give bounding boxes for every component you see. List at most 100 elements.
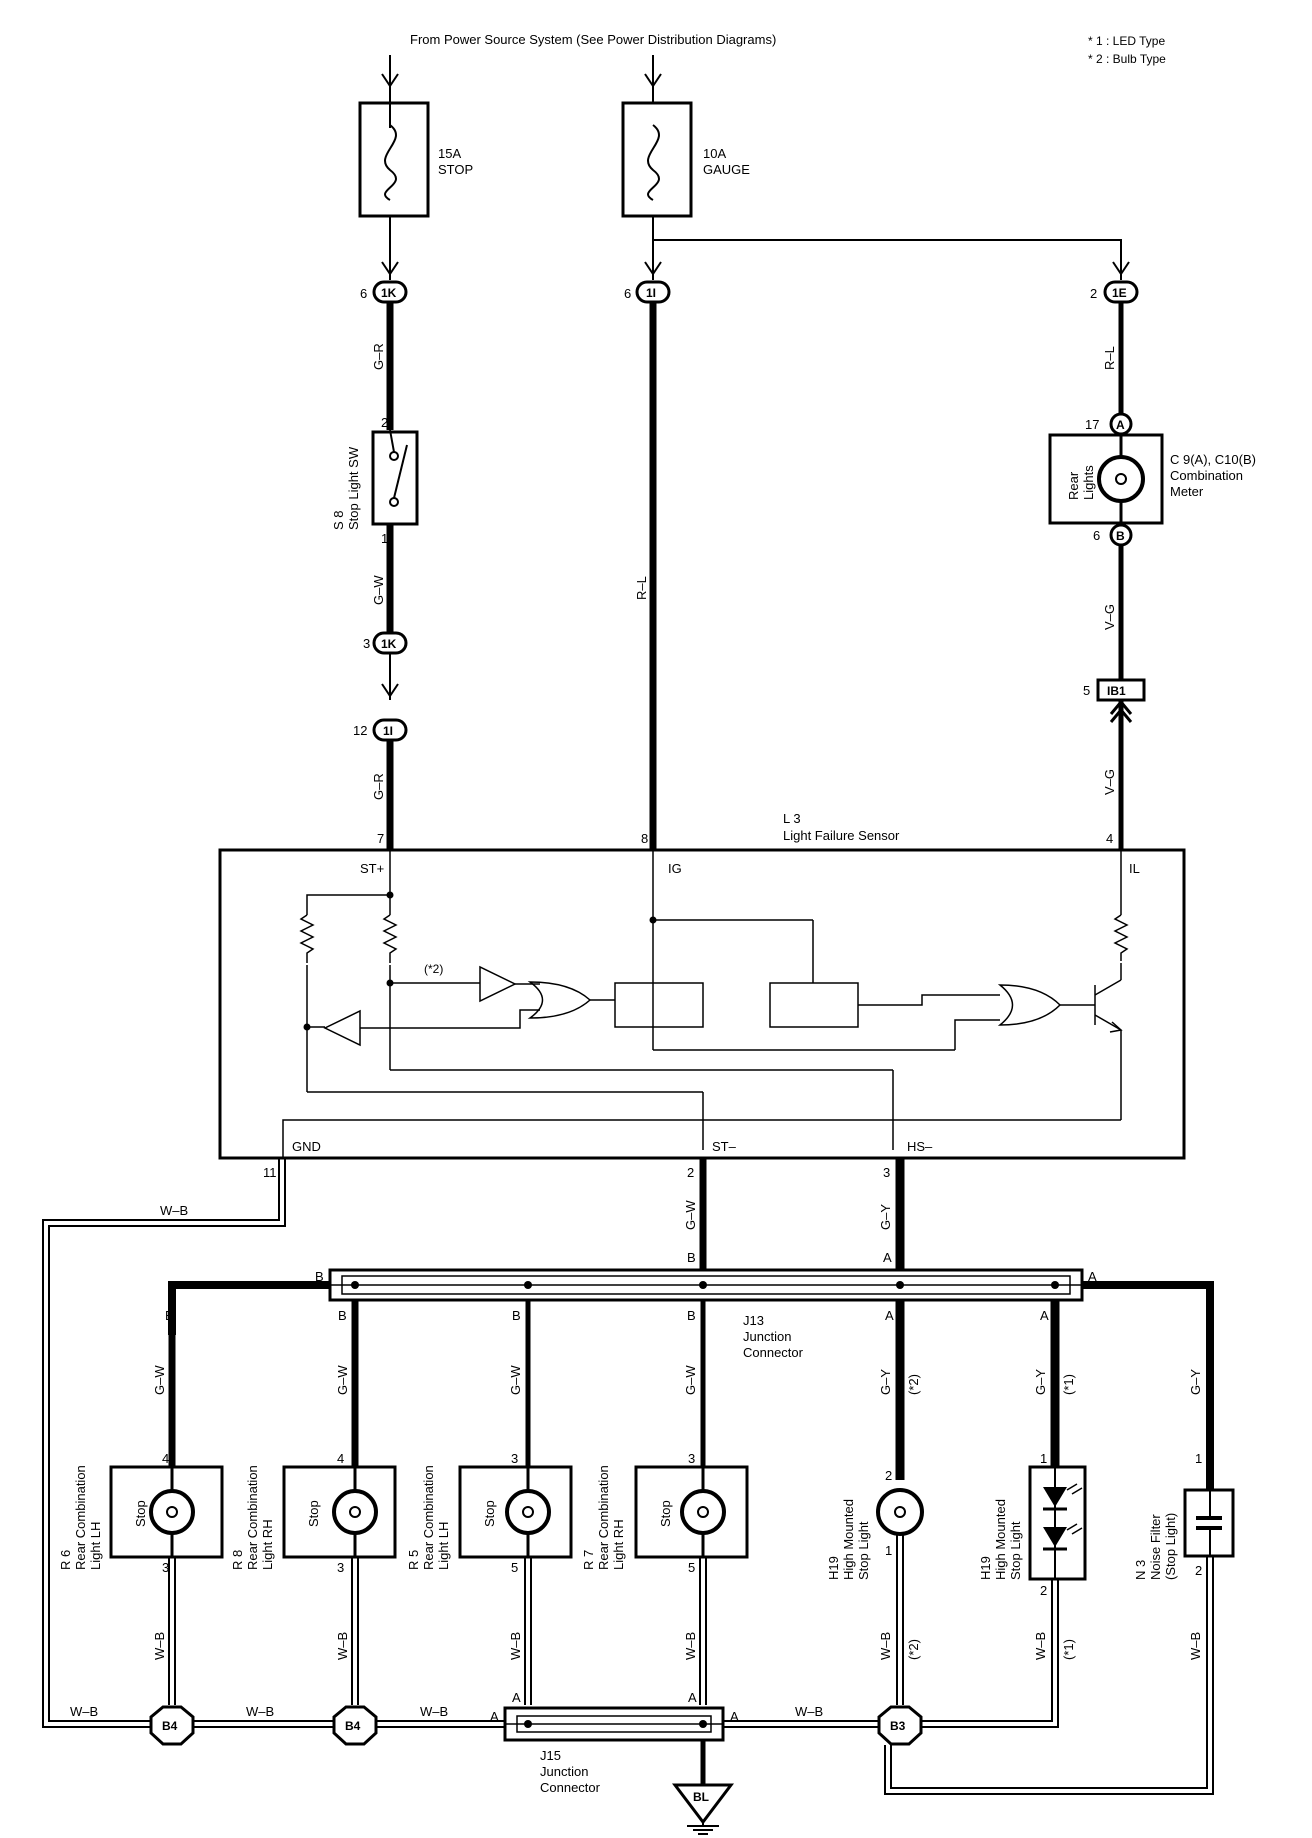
rear-combination-light-r5 (458, 1465, 573, 1559)
meter-code: C 9(A), C10(B) (1170, 452, 1256, 467)
ground-b3-label: B3 (890, 1719, 906, 1733)
j13-junction-connector (168, 1268, 1214, 1335)
rear-combination-light-r6 (109, 1465, 224, 1559)
j13-name-2: Connector (743, 1345, 804, 1360)
connector-1e-code: 1E (1112, 286, 1127, 300)
r6-code: R 6 (58, 1550, 73, 1570)
h19-led-name-1: High Mounted (993, 1499, 1008, 1580)
r6-inner: Stop (133, 1500, 148, 1527)
wire-g-y-branch-5: G–Y (878, 1369, 893, 1395)
terminal-st-plus: ST+ (360, 861, 384, 876)
wire-g-w-branch-1: G–W (152, 1365, 167, 1395)
r6-pin-top: 4 (162, 1451, 169, 1466)
r5-code: R 5 (406, 1550, 421, 1570)
rear-combination-light-r8 (282, 1465, 397, 1559)
r7-pin-top: 3 (688, 1451, 695, 1466)
wire-v-g-2: V–G (1102, 769, 1117, 795)
meter-inner-1: Rear (1066, 471, 1081, 500)
sensor-pin-st-plus: 7 (377, 831, 384, 846)
r5-inner: Stop (482, 1500, 497, 1527)
sensor-pin-st-minus: 2 (687, 1165, 694, 1180)
sensor-code: L 3 (783, 811, 801, 826)
note-star1-branch: (*1) (1061, 1374, 1076, 1395)
j13-letter-b2: B (512, 1308, 521, 1323)
ground-b4-left-label: B4 (162, 1719, 178, 1733)
meter-name-2: Meter (1170, 484, 1204, 499)
wire-g-w-branch-3: G–W (508, 1365, 523, 1395)
note-star2-branch: (*2) (906, 1374, 921, 1395)
gauge-circuit-wires (644, 216, 1130, 850)
wire-g-y-hs: G–Y (878, 1204, 893, 1230)
j15-letter-a-right: A (730, 1709, 739, 1724)
stop-light-switch (371, 429, 419, 526)
legend-line-1: * 1 : LED Type (1088, 34, 1165, 48)
wire-w-b-h2: W–B (246, 1704, 274, 1719)
terminal-gnd: GND (292, 1139, 321, 1154)
h19-bulb-pin-top: 2 (885, 1468, 892, 1483)
connector-meter-a-code: A (1116, 418, 1125, 432)
n3-name-1: Noise Filter (1148, 1514, 1163, 1580)
h19-bulb-name-1: High Mounted (841, 1499, 856, 1580)
sensor-note-star2: (*2) (424, 962, 443, 976)
h19-led-code: H19 (978, 1556, 993, 1580)
r7-name-2: Light RH (611, 1519, 626, 1570)
n3-name-2: (Stop Light) (1163, 1513, 1178, 1580)
n3-pin-bottom: 2 (1195, 1563, 1202, 1578)
connector-1i-bottom-pin: 12 (353, 723, 367, 738)
j13-name-1: Junction (743, 1329, 791, 1344)
j15-code: J15 (540, 1748, 561, 1763)
stop-switch-name: Stop Light SW (346, 446, 361, 530)
wire-w-b-h3: W–B (420, 1704, 448, 1719)
legend-line-2: * 2 : Bulb Type (1088, 52, 1166, 66)
connector-1i-top-pin: 6 (624, 286, 631, 301)
gnd-harness (42, 1158, 286, 1728)
r5-name-1: Rear Combination (421, 1465, 436, 1570)
h19-bulb-pin-bottom: 1 (885, 1543, 892, 1558)
terminal-hs-minus: HS– (907, 1139, 933, 1154)
source-note: From Power Source System (See Power Dist… (410, 32, 776, 47)
wire-w-b-branch-1: W–B (152, 1632, 167, 1660)
terminal-st-minus: ST– (712, 1139, 737, 1154)
j15-name-1: Junction (540, 1764, 588, 1779)
sensor-pin-il: 4 (1106, 831, 1113, 846)
j13-letter-a5: A (885, 1308, 894, 1323)
j13-code: J13 (743, 1313, 764, 1328)
wire-g-w-1: G–W (371, 575, 386, 605)
sensor-pin-hs-minus: 3 (883, 1165, 890, 1180)
wire-w-b-branch-2: W–B (335, 1632, 350, 1660)
fuse-15a-rating: 15A (438, 146, 461, 161)
h19-led-pin-bottom: 2 (1040, 1583, 1047, 1598)
wire-v-g-1: V–G (1102, 604, 1117, 630)
stop-switch-pin-top: 2 (381, 415, 388, 430)
wire-w-b-branch-5: W–B (878, 1632, 893, 1660)
connector-1k-top (372, 280, 408, 304)
connector-1i-bottom (372, 718, 408, 742)
wire-g-r-1: G–R (371, 343, 386, 370)
wire-r-l-right: R–L (1102, 346, 1117, 370)
j13-letter-a6: A (1040, 1308, 1049, 1323)
connector-meter-b (1109, 523, 1133, 547)
connector-ib1-pin: 5 (1083, 683, 1090, 698)
fuse-15a-stop (358, 101, 430, 218)
light-failure-sensor (218, 848, 1186, 1160)
meter-inner-2: Lights (1081, 465, 1096, 500)
connector-1k-top-code: 1K (381, 286, 397, 300)
power-input-arrows (381, 55, 662, 103)
r8-code: R 8 (230, 1550, 245, 1570)
r7-inner: Stop (658, 1500, 673, 1527)
stop-switch-pin-bottom: 1 (381, 531, 388, 546)
sensor-pin-ig: 8 (641, 831, 648, 846)
stop-circuit-wires (381, 216, 399, 850)
fuse-10a-rating: 10A (703, 146, 726, 161)
wire-g-r-2: G–R (371, 773, 386, 800)
r8-pin-bottom: 3 (337, 1560, 344, 1575)
h19-bulb-name-2: Stop Light (856, 1521, 871, 1580)
ground-harness-lower (168, 1534, 1214, 1795)
wire-w-b-branch-4: W–B (683, 1632, 698, 1660)
ground-point-b4-right (332, 1705, 378, 1746)
j15-letter-a-top1: A (512, 1690, 521, 1705)
r8-name-1: Rear Combination (245, 1465, 260, 1570)
wire-w-b-branch-3: W–B (508, 1632, 523, 1660)
connector-1e-pin: 2 (1090, 286, 1097, 301)
